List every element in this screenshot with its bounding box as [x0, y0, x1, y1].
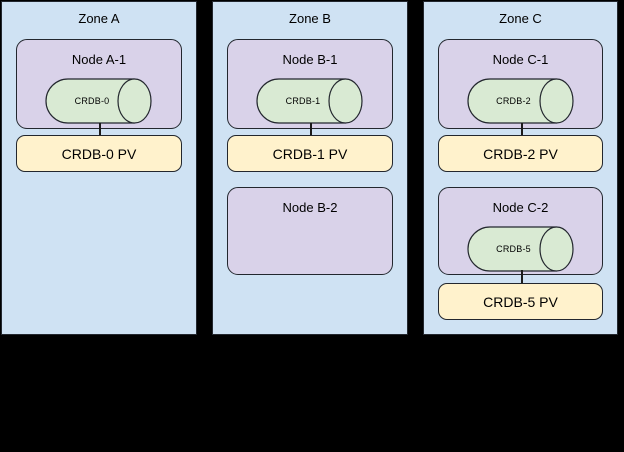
crdb-2-pv-label: CRDB-2 PV: [483, 145, 558, 162]
node-b-1-label: Node B-1: [282, 52, 338, 67]
node-c-2: Node C-2 CRDB-5: [438, 187, 603, 275]
crdb-5-pv-label: CRDB-5 PV: [483, 293, 558, 310]
node-b-1: Node B-1 CRDB-1: [227, 39, 393, 129]
connector-a-1: [99, 123, 101, 135]
database-cylinder-icon: [45, 78, 152, 124]
node-a-1: Node A-1 CRDB-0: [16, 39, 182, 129]
connector-c-1: [521, 123, 523, 135]
node-c-2-label: Node C-2: [492, 200, 549, 215]
crdb-0-pv-label: CRDB-0 PV: [61, 145, 137, 162]
crdb-5-pv: CRDB-5 PV: [438, 283, 603, 320]
node-a-1-label: Node A-1: [71, 52, 127, 67]
crdb-0-label: CRDB-0: [74, 96, 110, 106]
crdb-5-cylinder: CRDB-5: [466, 226, 575, 272]
node-b-2-label: Node B-2: [282, 200, 338, 215]
crdb-1-pv: CRDB-1 PV: [227, 135, 393, 172]
zone-b: Zone B Node B-1 CRDB-1 CRDB-1 PV Node B-…: [212, 1, 408, 335]
crdb-0-pv: CRDB-0 PV: [16, 135, 182, 172]
database-cylinder-icon: [466, 78, 574, 124]
crdb-2-label: CRDB-2: [496, 96, 531, 106]
zone-a: Zone A Node A-1 CRDB-0 CRDB-0 PV: [1, 1, 197, 335]
connector-c-2: [521, 270, 523, 283]
database-cylinder-icon: [466, 226, 574, 272]
crdb-1-label: CRDB-1: [285, 96, 321, 106]
crdb-1-pv-label: CRDB-1 PV: [272, 145, 348, 162]
crdb-1-cylinder: CRDB-1: [256, 78, 364, 124]
zone-a-title: Zone A: [78, 11, 120, 26]
crdb-2-pv: CRDB-2 PV: [438, 135, 603, 172]
node-b-2: Node B-2: [227, 187, 393, 275]
zone-c-title: Zone C: [499, 11, 542, 26]
connector-b-1: [310, 123, 312, 135]
node-c-1: Node C-1 CRDB-2: [438, 39, 603, 129]
crdb-5-label: CRDB-5: [496, 244, 531, 254]
node-c-1-label: Node C-1: [492, 52, 549, 67]
crdb-2-cylinder: CRDB-2: [466, 78, 575, 124]
zone-c: Zone C Node C-1 CRDB-2 CRDB-2 PV Node C-…: [423, 1, 618, 335]
zone-b-title: Zone B: [289, 11, 331, 26]
crdb-0-cylinder: CRDB-0: [45, 78, 153, 124]
database-cylinder-icon: [256, 78, 363, 124]
